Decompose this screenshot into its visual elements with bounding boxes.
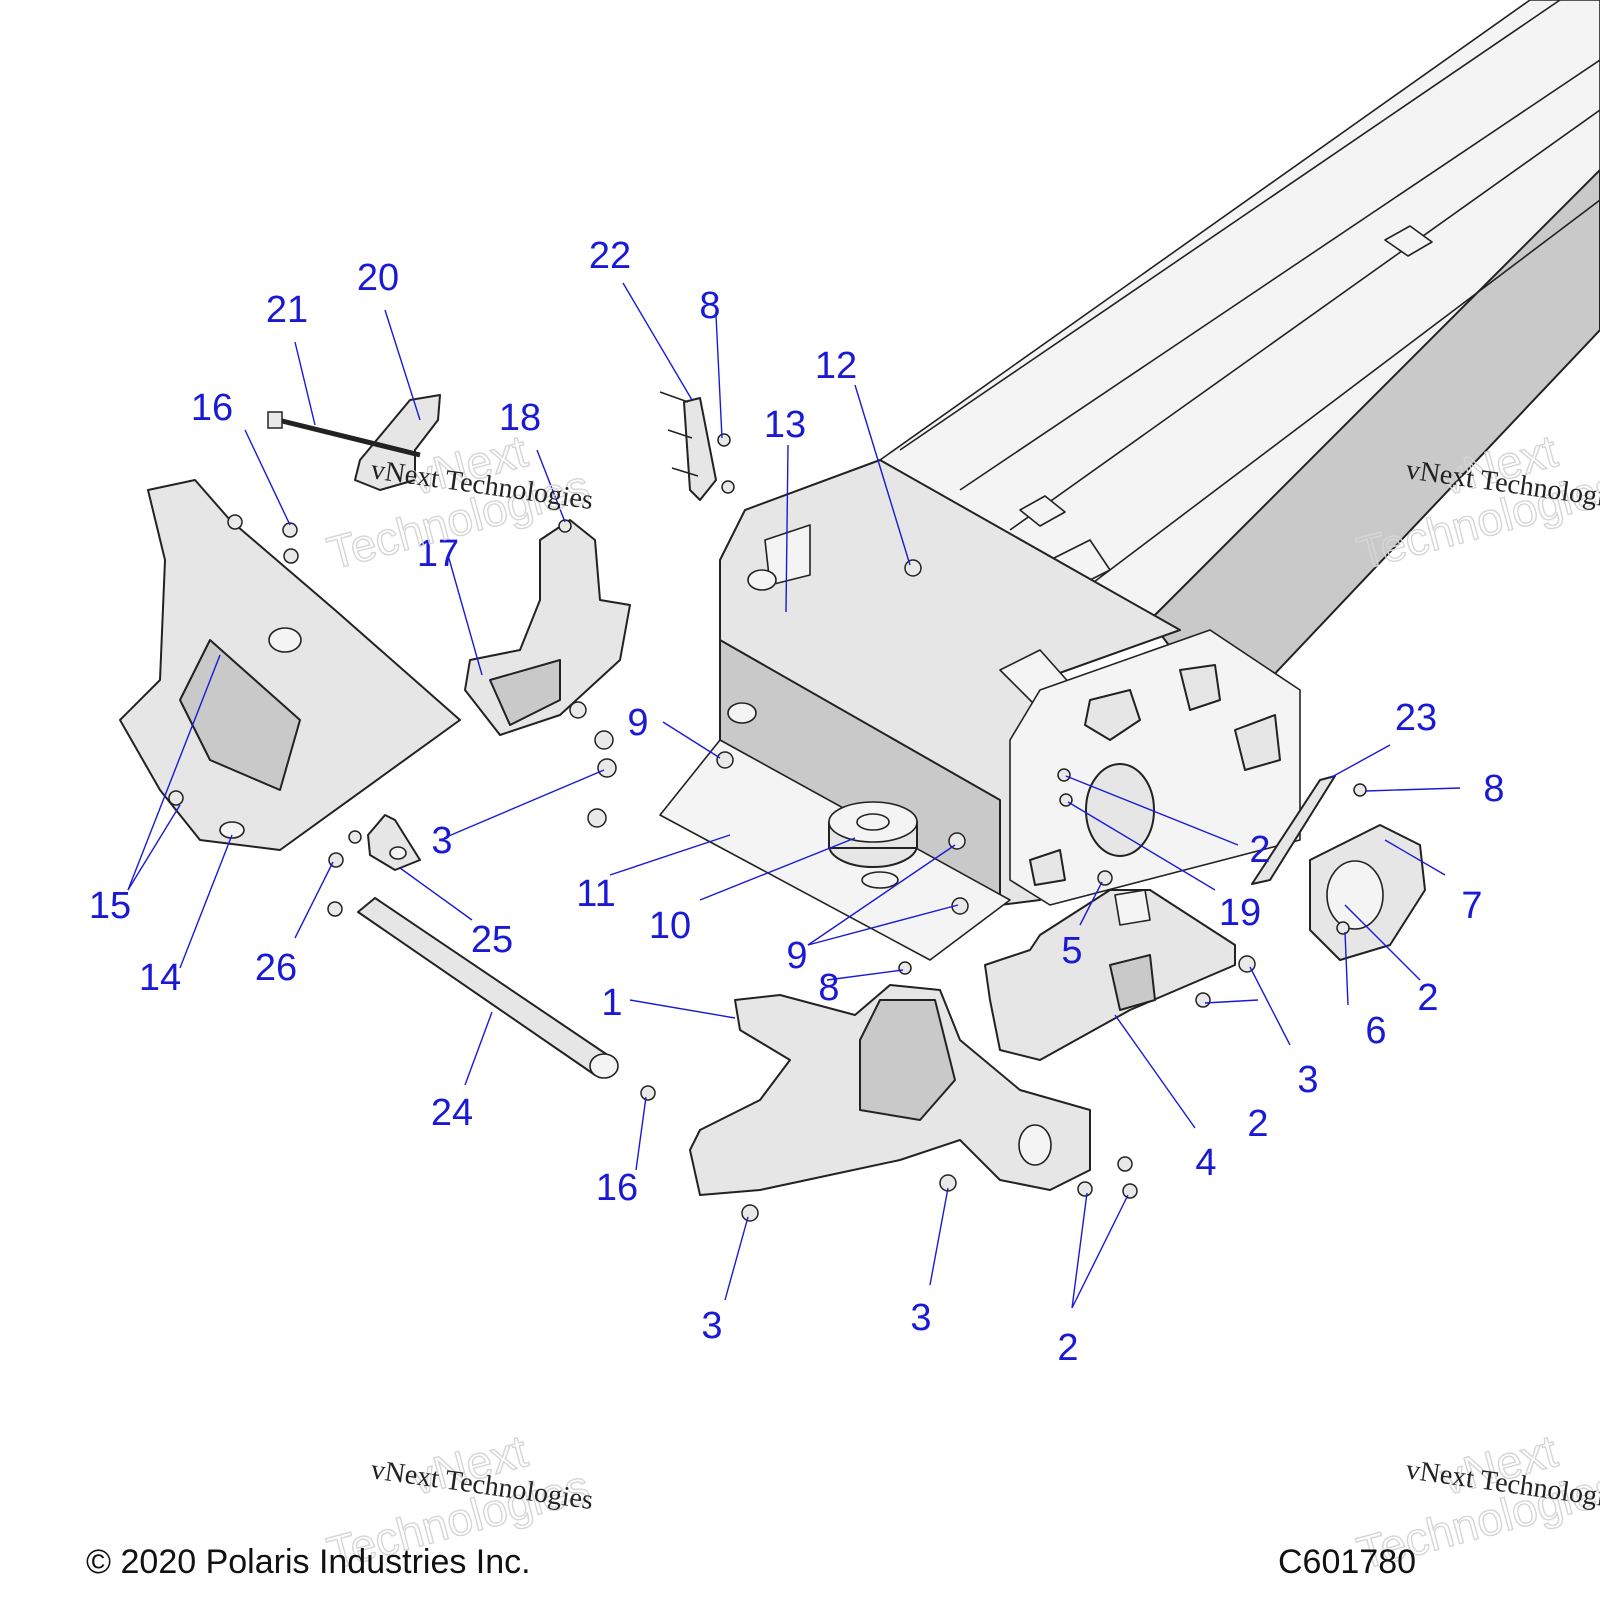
callout-16: 16 [191,387,233,429]
fasteners [168,433,1367,1222]
callout-15: 15 [89,885,131,927]
callout-9: 9 [627,702,648,744]
bracket-20 [354,394,441,491]
bracket-25 [367,814,421,871]
callout-24: 24 [431,1092,473,1134]
side-plate [1009,629,1301,906]
callout-4: 4 [1195,1142,1216,1184]
suspension-mount-1 [689,984,1091,1196]
callout-3: 3 [431,820,452,862]
callout-16: 16 [596,1167,638,1209]
callout-14: 14 [139,957,181,999]
callout-19: 19 [1219,892,1261,934]
callout-6: 6 [1365,1010,1386,1052]
skid-plate [659,739,1011,961]
callout-5: 5 [1061,930,1082,972]
callout-12: 12 [815,345,857,387]
bracket-17 [464,519,631,736]
callout-3: 3 [910,1297,931,1339]
bearing-plate-7 [1309,824,1426,961]
bolt-21 [267,411,421,458]
tube-24 [357,897,619,1079]
callout-3: 3 [1297,1059,1318,1101]
callout-8: 8 [1483,768,1504,810]
chassis-tunnel [879,0,1600,701]
callout-8: 8 [699,285,720,327]
copyright-text: © 2020 Polaris Industries Inc. [86,1543,531,1581]
left-bulkhead [119,479,461,851]
rear-mount-4 [984,889,1236,1061]
callout-17: 17 [417,533,459,575]
callout-11: 11 [576,873,615,915]
callout-9: 9 [786,935,807,977]
callout-25: 25 [471,919,513,961]
callout-8: 8 [818,967,839,1009]
callout-2: 2 [1249,829,1270,871]
callouts: 1 2 2 2 2 3 3 3 3 4 5 6 7 8 8 8 9 9 10 1… [89,235,1505,1369]
leader-lines [127,282,1461,1309]
callout-18: 18 [499,397,541,439]
callout-3: 3 [701,1305,722,1347]
drawing-number: C601780 [1278,1543,1416,1581]
callout-7: 7 [1461,885,1482,927]
callout-2: 2 [1417,977,1438,1019]
callout-22: 22 [589,235,631,277]
callout-23: 23 [1395,697,1437,739]
callout-20: 20 [357,257,399,299]
callout-13: 13 [764,404,806,446]
callout-1: 1 [601,982,622,1024]
callout-26: 26 [255,947,297,989]
callout-21: 21 [266,289,308,331]
link-22 [659,391,717,501]
callout-2: 2 [1247,1103,1268,1145]
callout-10: 10 [649,905,691,947]
callout-2: 2 [1057,1327,1078,1369]
